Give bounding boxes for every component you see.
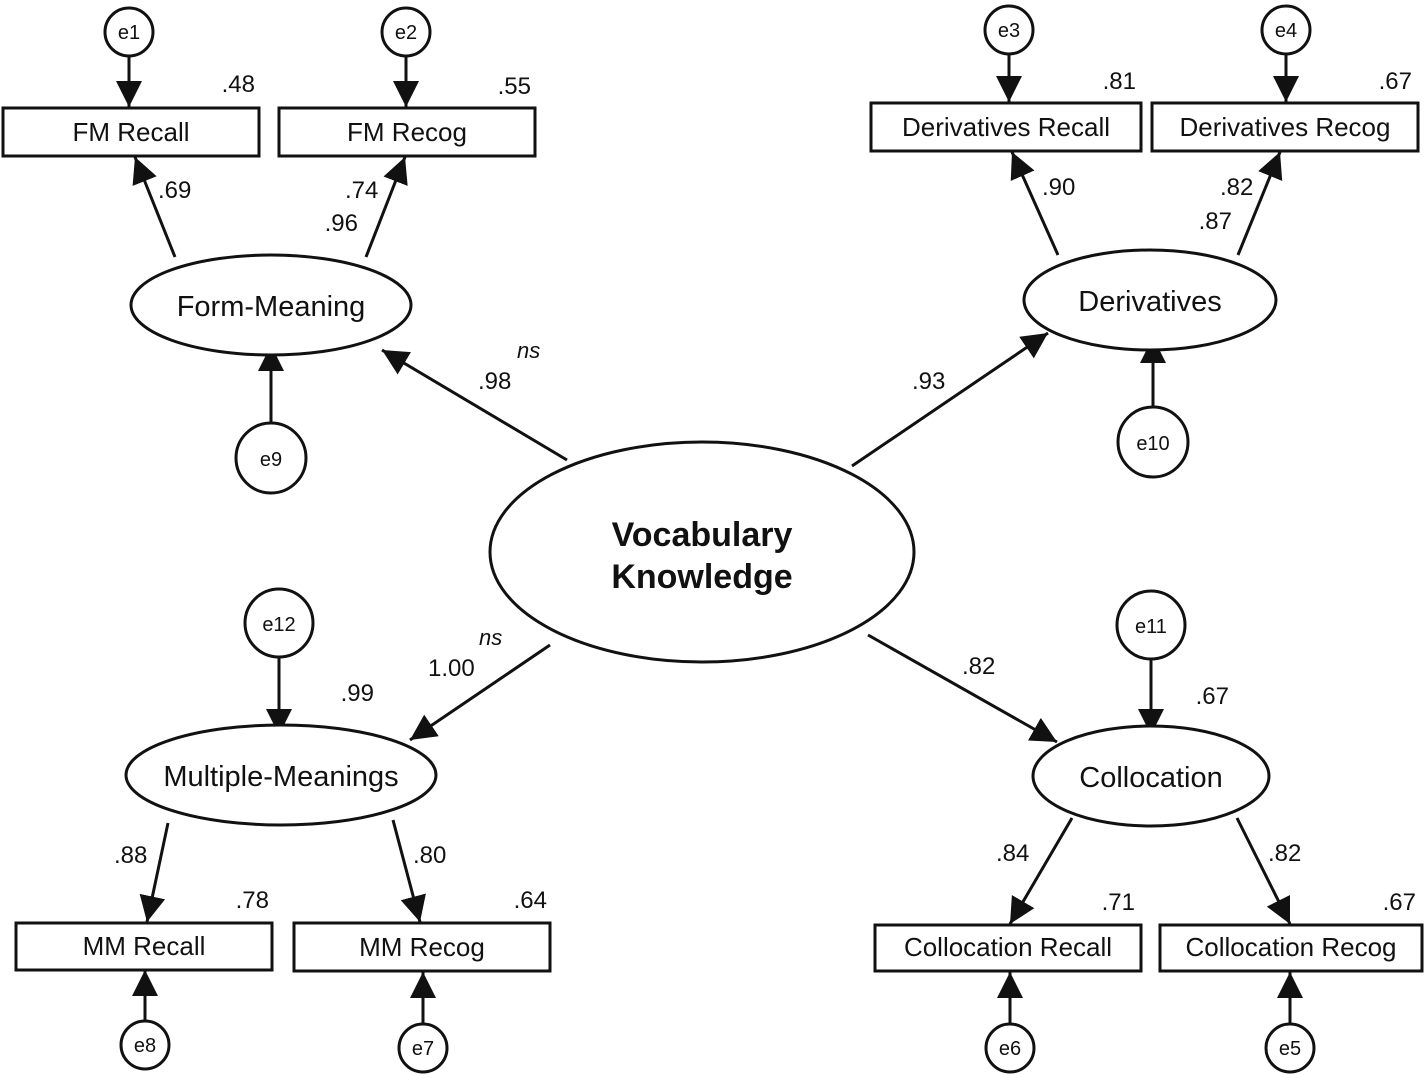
svg-text:Derivatives Recall: Derivatives Recall bbox=[902, 112, 1110, 142]
error-e4: e4 bbox=[1260, 4, 1312, 56]
observed-fm-recog: FM Recog bbox=[277, 106, 537, 158]
r2-collocation: .67 bbox=[1196, 683, 1229, 710]
svg-text:FM Recall: FM Recall bbox=[72, 117, 189, 147]
svg-text:e5: e5 bbox=[1279, 1038, 1301, 1060]
observed-der-recog: Derivatives Recog bbox=[1150, 101, 1420, 153]
latent-vocabulary-knowledge: Vocabulary Knowledge bbox=[488, 440, 916, 664]
r2-fm-recall: .48 bbox=[222, 71, 255, 98]
loading-label-der-recall: .90 bbox=[1042, 174, 1075, 201]
error-e10: e10 bbox=[1116, 405, 1190, 479]
svg-text:Form-Meaning: Form-Meaning bbox=[177, 291, 366, 323]
svg-text:e9: e9 bbox=[260, 449, 282, 471]
svg-text:e8: e8 bbox=[134, 1035, 156, 1057]
svg-text:Derivatives Recog: Derivatives Recog bbox=[1180, 112, 1391, 142]
r2-multiple-meanings: .99 bbox=[341, 680, 374, 707]
path-label-form-meaning: .98 bbox=[478, 368, 511, 395]
observed-mm-recog: MM Recog bbox=[292, 921, 552, 973]
loading-label-mm-recog: .80 bbox=[413, 842, 446, 869]
r2-derivatives: .87 bbox=[1199, 208, 1232, 235]
r2-mm-recall: .78 bbox=[236, 887, 269, 914]
loading-mm-recog bbox=[391, 819, 426, 923]
r2-mm-recog: .64 bbox=[514, 887, 547, 914]
loading-der-recog bbox=[1236, 151, 1283, 256]
error-e11: e11 bbox=[1115, 589, 1187, 661]
svg-text:e2: e2 bbox=[395, 22, 417, 44]
svg-text:e4: e4 bbox=[1275, 20, 1297, 42]
r2-fm-recog: .55 bbox=[498, 73, 531, 100]
loading-label-col-recall: .84 bbox=[996, 840, 1029, 867]
latent-collocation: Collocation bbox=[1031, 724, 1271, 828]
svg-text:Collocation Recog: Collocation Recog bbox=[1185, 932, 1396, 962]
svg-text:FM Recog: FM Recog bbox=[347, 117, 467, 147]
observed-col-recall: Collocation Recall bbox=[873, 923, 1143, 973]
loading-col-recall bbox=[1008, 817, 1074, 925]
significance-form-meaning: ns bbox=[517, 338, 540, 363]
svg-text:e1: e1 bbox=[118, 22, 140, 44]
r2-col-recall: .71 bbox=[1102, 889, 1135, 916]
svg-text:e6: e6 bbox=[999, 1038, 1021, 1060]
loading-label-fm-recog: .74 bbox=[345, 177, 378, 204]
observed-fm-recall: FM Recall bbox=[1, 106, 261, 158]
path-vk-form-meaning bbox=[381, 348, 568, 462]
path-label-collocation: .82 bbox=[962, 653, 995, 680]
error-e3: e3 bbox=[983, 4, 1035, 56]
svg-text:e3: e3 bbox=[998, 20, 1020, 42]
error-e7: e7 bbox=[397, 1022, 449, 1074]
r2-der-recog: .67 bbox=[1379, 68, 1412, 95]
svg-text:Collocation Recall: Collocation Recall bbox=[904, 932, 1112, 962]
path-label-derivatives: .93 bbox=[912, 368, 945, 395]
svg-text:e10: e10 bbox=[1136, 433, 1169, 455]
loading-label-col-recog: .82 bbox=[1268, 840, 1301, 867]
svg-text:Knowledge: Knowledge bbox=[611, 558, 792, 596]
error-e8: e8 bbox=[119, 1019, 171, 1071]
path-vk-multiple-meanings bbox=[409, 643, 551, 742]
svg-text:Collocation: Collocation bbox=[1079, 762, 1222, 794]
loading-label-fm-recall: .69 bbox=[158, 177, 191, 204]
error-e2: e2 bbox=[380, 6, 432, 58]
svg-text:Vocabulary: Vocabulary bbox=[612, 516, 793, 554]
svg-text:e11: e11 bbox=[1135, 616, 1167, 638]
significance-multiple-meanings: ns bbox=[479, 625, 502, 650]
r2-form-meaning: .96 bbox=[325, 210, 358, 237]
loading-label-mm-recall: .88 bbox=[114, 842, 147, 869]
observed-mm-recall: MM Recall bbox=[14, 921, 274, 972]
loading-mm-recall bbox=[139, 822, 170, 923]
error-e1: e1 bbox=[103, 6, 155, 58]
latent-derivatives: Derivatives bbox=[1022, 248, 1278, 352]
svg-text:e7: e7 bbox=[412, 1038, 434, 1060]
loading-col-recog bbox=[1235, 817, 1292, 925]
svg-text:Multiple-Meanings: Multiple-Meanings bbox=[163, 761, 398, 793]
error-e5: e5 bbox=[1264, 1022, 1316, 1074]
latent-form-meaning: Form-Meaning bbox=[129, 253, 413, 357]
path-vk-collocation bbox=[867, 633, 1058, 744]
loading-fm-recall bbox=[132, 156, 177, 258]
path-label-multiple-meanings: 1.00 bbox=[428, 655, 475, 682]
r2-col-recog: .67 bbox=[1383, 889, 1416, 916]
path-vk-derivatives bbox=[851, 331, 1049, 468]
svg-text:MM Recall: MM Recall bbox=[83, 931, 206, 961]
svg-text:e12: e12 bbox=[262, 614, 295, 636]
loading-label-der-recog: .82 bbox=[1220, 174, 1253, 201]
latent-multiple-meanings: Multiple-Meanings bbox=[124, 723, 438, 827]
r2-der-recall: .81 bbox=[1103, 68, 1136, 95]
error-e9: e9 bbox=[234, 421, 308, 495]
loading-der-recall bbox=[1010, 151, 1060, 256]
observed-col-recog: Collocation Recog bbox=[1158, 923, 1424, 973]
svg-text:MM Recog: MM Recog bbox=[359, 932, 485, 962]
error-e12: e12 bbox=[243, 587, 315, 659]
svg-text:Derivatives: Derivatives bbox=[1078, 286, 1221, 318]
loading-fm-recog bbox=[364, 156, 408, 258]
observed-der-recall: Derivatives Recall bbox=[869, 101, 1143, 153]
error-e6: e6 bbox=[984, 1022, 1036, 1074]
